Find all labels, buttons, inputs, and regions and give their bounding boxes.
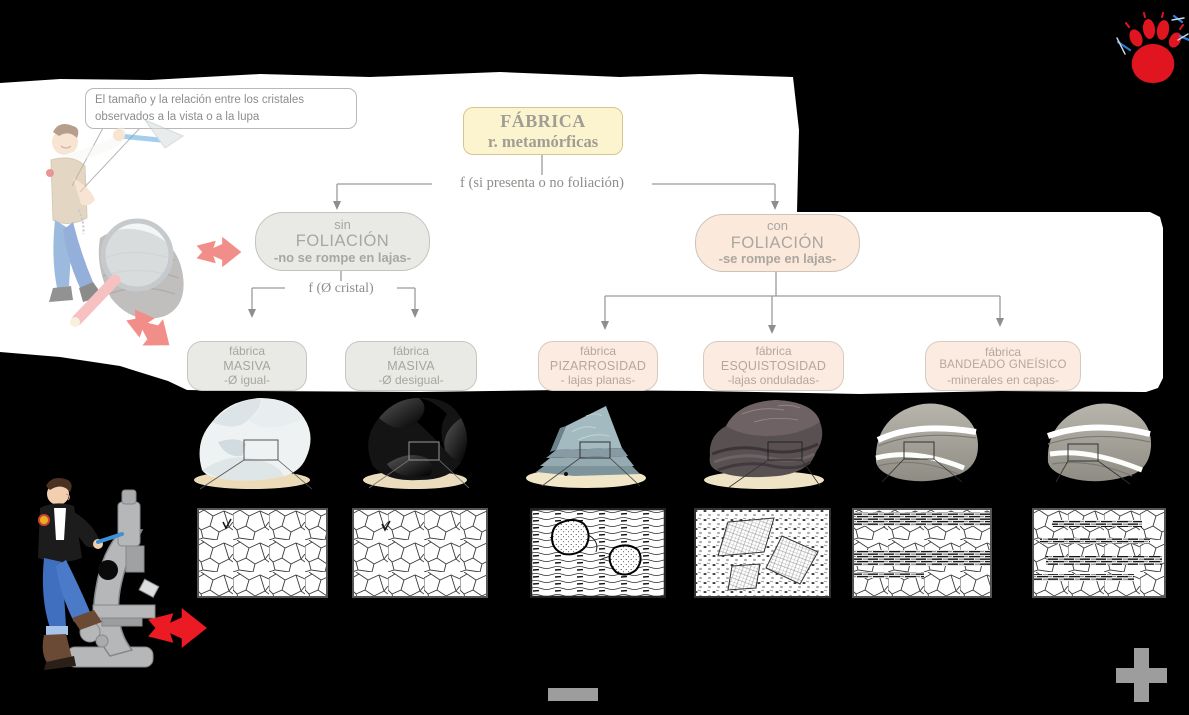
field-geologist-illustration — [46, 118, 185, 327]
thin-section-gneissic-banded-1 — [852, 508, 992, 598]
leaf4-line1: fábrica — [755, 344, 792, 359]
leaf5-line2: BANDEADO GNEÍSICO — [939, 359, 1067, 372]
sin-line2: FOLIACIÓN — [295, 232, 390, 251]
leaf4-line2: ESQUISTOSIDAD — [720, 358, 827, 373]
root-subtitle: r. metamórficas — [487, 131, 599, 151]
con-line1: con — [767, 218, 788, 234]
thin-section-schistose-crystals — [694, 508, 831, 598]
leaf5-line3: -minerales en capas- — [946, 372, 1060, 387]
zoom-out-button[interactable] — [548, 686, 598, 702]
thin-section-granoblastic-unequal — [352, 508, 488, 598]
con-line3: -se rompe en lajas- — [718, 251, 837, 267]
zoom-in-button[interactable] — [1114, 648, 1169, 704]
leaf2-line2: MASIVA — [387, 358, 435, 373]
thin-section-gneissic-banded-2 — [1032, 508, 1166, 598]
leaf2-line1: fábrica — [392, 344, 430, 359]
leaf1-line3: -Ø igual- — [223, 373, 270, 388]
leaf-esquistosidad: fábrica ESQUISTOSIDAD -lajas onduladas- — [703, 341, 844, 391]
rock-image-gneiss-1 — [875, 403, 978, 483]
crystal-question-label: f (Ø cristal) — [285, 281, 397, 297]
leaf1-line2: MASIVA — [223, 358, 271, 373]
sin-line3: -no se rompe en lajas- — [273, 249, 412, 265]
leaf1-line1: fábrica — [228, 344, 266, 359]
rock-image-schist-wavy — [704, 400, 824, 489]
leaf4-line3: -lajas onduladas- — [727, 373, 820, 388]
leaf5-line1: fábrica — [984, 345, 1022, 360]
speech-bubble-line1: El tamaño y la relación entre los crista… — [95, 94, 305, 106]
leaf3-line1: fábrica — [579, 344, 617, 359]
zoom-in-icon-horizontal — [1116, 668, 1167, 683]
root-title: FÁBRICA — [500, 110, 586, 131]
thin-section-slaty-porphyroblasts — [530, 508, 666, 598]
leaf-masiva-igual: fábrica MASIVA -Ø igual- — [187, 341, 307, 391]
lab-geologist-microscope-illustration — [38, 478, 160, 670]
zoom-out-icon — [548, 688, 598, 701]
rock-image-slate-flat — [526, 406, 646, 488]
speech-bubble-line2: observados a la vista o a la lupa — [95, 110, 260, 123]
leaf3-line3: - lajas planas- — [560, 373, 636, 388]
rock-image-gneiss-2 — [1046, 403, 1152, 485]
con-line2: FOLIACIÓN — [730, 233, 825, 252]
leaf-bandeado-gneisico: fábrica BANDEADO GNEÍSICO -minerales en … — [925, 341, 1081, 391]
root-node-fabrica: FÁBRICA r. metamórficas — [463, 107, 623, 155]
speech-bubble: El tamaño y la relación entre los crista… — [85, 88, 357, 130]
leaf2-line3: -Ø desigual- — [378, 373, 444, 388]
thin-section-granoblastic-equal — [197, 508, 328, 598]
leaf3-line2: PIZARROSIDAD — [549, 358, 647, 373]
rock-image-black-massive — [363, 397, 470, 489]
leaf-masiva-desigual: fábrica MASIVA -Ø desigual- — [345, 341, 477, 391]
foliation-question-label: f (si presenta o no foliación) — [432, 175, 652, 192]
leaf-pizarrosidad: fábrica PIZARROSIDAD - lajas planas- — [538, 341, 658, 391]
node-sin-foliacion: sin FOLIACIÓN -no se rompe en lajas- — [255, 212, 430, 271]
node-con-foliacion: con FOLIACIÓN -se rompe en lajas- — [695, 214, 860, 272]
sin-line1: sin — [334, 216, 351, 232]
rock-image-white-massive — [194, 398, 313, 490]
red-paw-logo — [1116, 12, 1189, 83]
